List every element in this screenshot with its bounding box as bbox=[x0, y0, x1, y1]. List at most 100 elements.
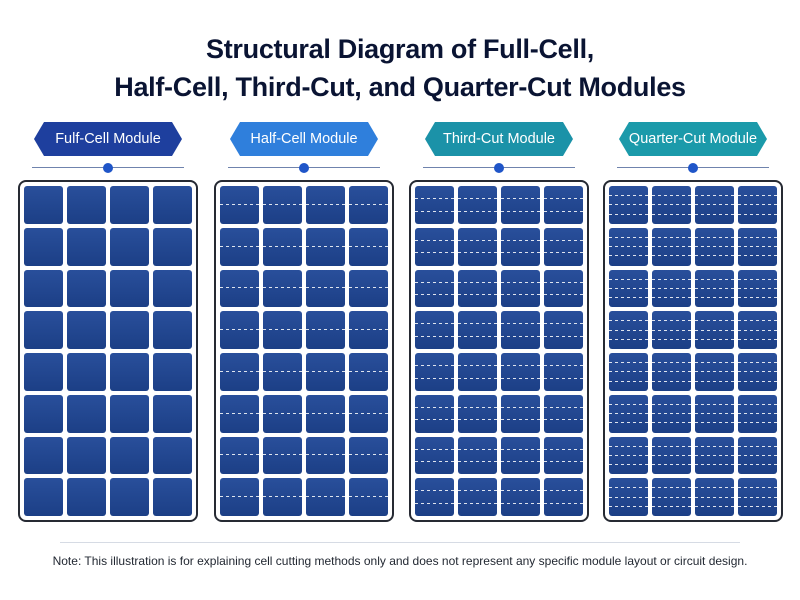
solar-cell bbox=[652, 186, 691, 224]
solar-cell bbox=[263, 311, 302, 349]
solar-cell bbox=[738, 269, 777, 308]
solar-cell bbox=[306, 394, 345, 433]
solar-cell bbox=[349, 436, 388, 475]
solar-cell bbox=[263, 436, 302, 475]
solar-cell bbox=[24, 353, 63, 391]
module-panel bbox=[214, 180, 394, 522]
module-label-banner: Fulf-Cell Module bbox=[34, 122, 182, 156]
solar-cell bbox=[652, 394, 691, 433]
solar-cell bbox=[544, 353, 583, 391]
module-column-quarter-cut: Quarter-Cut Module bbox=[603, 120, 783, 528]
solar-cell bbox=[501, 394, 540, 433]
solar-cell bbox=[501, 227, 540, 266]
solar-cell bbox=[349, 227, 388, 266]
solar-cell bbox=[67, 227, 106, 266]
solar-cell bbox=[153, 311, 192, 349]
solar-cell bbox=[220, 227, 259, 266]
solar-cell bbox=[738, 227, 777, 266]
solar-cell bbox=[153, 436, 192, 475]
solar-cell bbox=[306, 311, 345, 349]
solar-cell bbox=[263, 394, 302, 433]
solar-cell bbox=[695, 311, 734, 349]
solar-cell bbox=[153, 478, 192, 516]
solar-cell bbox=[67, 394, 106, 433]
solar-cell bbox=[306, 227, 345, 266]
solar-cell bbox=[652, 311, 691, 349]
solar-cell bbox=[67, 478, 106, 516]
solar-cell bbox=[458, 311, 497, 349]
solar-cell bbox=[153, 269, 192, 308]
solar-cell bbox=[544, 311, 583, 349]
solar-cell bbox=[110, 478, 149, 516]
solar-cell bbox=[415, 311, 454, 349]
module-panel bbox=[603, 180, 783, 522]
solar-cell bbox=[415, 227, 454, 266]
module-panel bbox=[18, 180, 198, 522]
solar-cell bbox=[652, 269, 691, 308]
solar-cell bbox=[153, 186, 192, 224]
solar-cell bbox=[349, 311, 388, 349]
solar-cell bbox=[652, 227, 691, 266]
solar-cell bbox=[695, 186, 734, 224]
solar-cell bbox=[609, 311, 648, 349]
solar-cell bbox=[458, 436, 497, 475]
module-label: Half-Cell Module bbox=[250, 131, 358, 147]
module-label: Fulf-Cell Module bbox=[55, 131, 161, 147]
solar-cell bbox=[458, 227, 497, 266]
solar-cell bbox=[349, 269, 388, 308]
solar-cell bbox=[609, 394, 648, 433]
solar-cell bbox=[652, 478, 691, 516]
solar-cell bbox=[415, 478, 454, 516]
solar-cell bbox=[220, 478, 259, 516]
solar-cell bbox=[544, 394, 583, 433]
solar-cell bbox=[544, 478, 583, 516]
solar-cell bbox=[458, 394, 497, 433]
solar-cell bbox=[652, 436, 691, 475]
module-column-third-cut: Third-Cut Module bbox=[409, 120, 589, 528]
solar-cell bbox=[349, 353, 388, 391]
solar-cell bbox=[544, 436, 583, 475]
solar-cell bbox=[263, 227, 302, 266]
solar-cell bbox=[501, 311, 540, 349]
solar-cell bbox=[263, 186, 302, 224]
title-line-1: Structural Diagram of Full-Cell, bbox=[206, 34, 594, 64]
solar-cell bbox=[738, 394, 777, 433]
module-label: Quarter-Cut Module bbox=[628, 131, 758, 147]
solar-cell bbox=[110, 311, 149, 349]
solar-cell bbox=[738, 478, 777, 516]
solar-cell bbox=[415, 353, 454, 391]
solar-cell bbox=[609, 436, 648, 475]
solar-cell bbox=[220, 311, 259, 349]
solar-cell bbox=[609, 478, 648, 516]
solar-cell bbox=[24, 227, 63, 266]
solar-cell bbox=[263, 353, 302, 391]
divider-dot bbox=[299, 163, 309, 173]
solar-cell bbox=[609, 227, 648, 266]
solar-cell bbox=[306, 478, 345, 516]
solar-cell bbox=[110, 353, 149, 391]
solar-cell bbox=[652, 353, 691, 391]
solar-cell bbox=[263, 478, 302, 516]
solar-cell bbox=[220, 269, 259, 308]
solar-cell bbox=[458, 353, 497, 391]
solar-cell bbox=[695, 227, 734, 266]
solar-cell bbox=[24, 186, 63, 224]
solar-cell bbox=[263, 269, 302, 308]
solar-cell bbox=[24, 269, 63, 308]
solar-cell bbox=[609, 269, 648, 308]
solar-cell bbox=[501, 478, 540, 516]
solar-cell bbox=[306, 353, 345, 391]
solar-cell bbox=[67, 269, 106, 308]
solar-cell bbox=[738, 311, 777, 349]
solar-cell bbox=[415, 186, 454, 224]
solar-cell bbox=[738, 353, 777, 391]
solar-cell bbox=[110, 227, 149, 266]
solar-cell bbox=[415, 269, 454, 308]
module-label-banner: Half-Cell Module bbox=[230, 122, 378, 156]
module-column-full-cell: Fulf-Cell Module bbox=[18, 120, 198, 528]
divider-dot bbox=[103, 163, 113, 173]
diagram-title: Structural Diagram of Full-Cell, Half-Ce… bbox=[0, 30, 800, 106]
solar-cell bbox=[306, 269, 345, 308]
solar-cell bbox=[110, 269, 149, 308]
solar-cell bbox=[24, 394, 63, 433]
